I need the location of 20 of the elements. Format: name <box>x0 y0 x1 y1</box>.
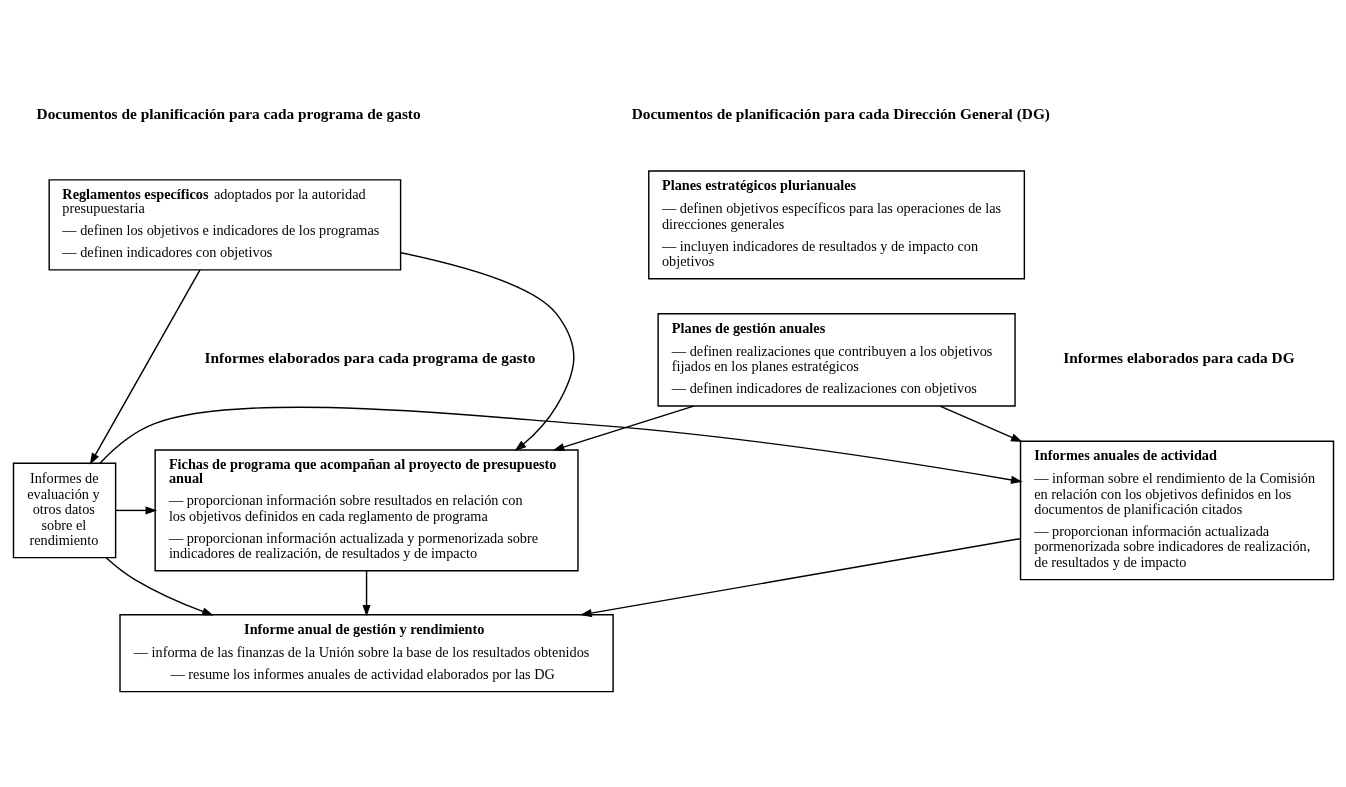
node-box: Fichas de programa que acompañan al proyecto de presupuesto anual — proporcionan información sobre resultados en relación con los objetivos definidos en cada reglamento de programa — proporcionan información actualizada y pormenorizada sobre indicadores de realización, de resultados y de impacto <box>153 448 579 572</box>
arrow <box>114 505 157 514</box>
label: Informes elaborados para cada programa de gasto <box>204 348 535 366</box>
arrow <box>104 556 214 615</box>
label: Informes elaborados para cada DG <box>1062 348 1295 366</box>
label: Documentos de planificación para cada programa de gasto <box>36 104 421 122</box>
arrow <box>99 406 1023 484</box>
arrow <box>552 404 694 451</box>
arrow <box>361 569 371 617</box>
arrow <box>938 404 1023 442</box>
node-box: Planes estratégicos plurianuales — definen objetivos específicos para las operaciones de las direcciones generales — incluyen indicadores de resultados y de impacto con objetivos <box>647 169 1025 279</box>
node-box: Planes de gestión anuales — definen realizaciones que contribuyen a los objetivos fijados en los planes estratégicos — definen indicadores de realizaciones con objetivos <box>656 312 1016 407</box>
arrow <box>579 537 1021 617</box>
node-box: Informe anual de gestión y rendimiento — informa de las finanzas de la Unión sobre la base de los resultados obtenidos — resume los informes anuales de actividad elaborados por las DG <box>118 613 614 692</box>
label: Documentos de planificación para cada Dirección General (DG) <box>631 104 1050 122</box>
arrow <box>89 268 201 465</box>
node-box: Informes de evaluación y otros datos sobre el rendimiento <box>12 461 116 558</box>
node-box: Reglamentos específicos adoptados por la autoridad presupuestaria — definen los objetivos e indicadores de los programas — definen indicadores con objetivos <box>47 178 401 271</box>
node-box: Informes anuales de actividad — informan sobre el rendimiento de la Comisión en relación con los objetivos definidos en los documentos de planificación citados — proporcionan información actualizada pormenorizada sobre indicadores de realización, de resultados y de impacto <box>1019 440 1334 580</box>
arrow <box>399 251 574 451</box>
